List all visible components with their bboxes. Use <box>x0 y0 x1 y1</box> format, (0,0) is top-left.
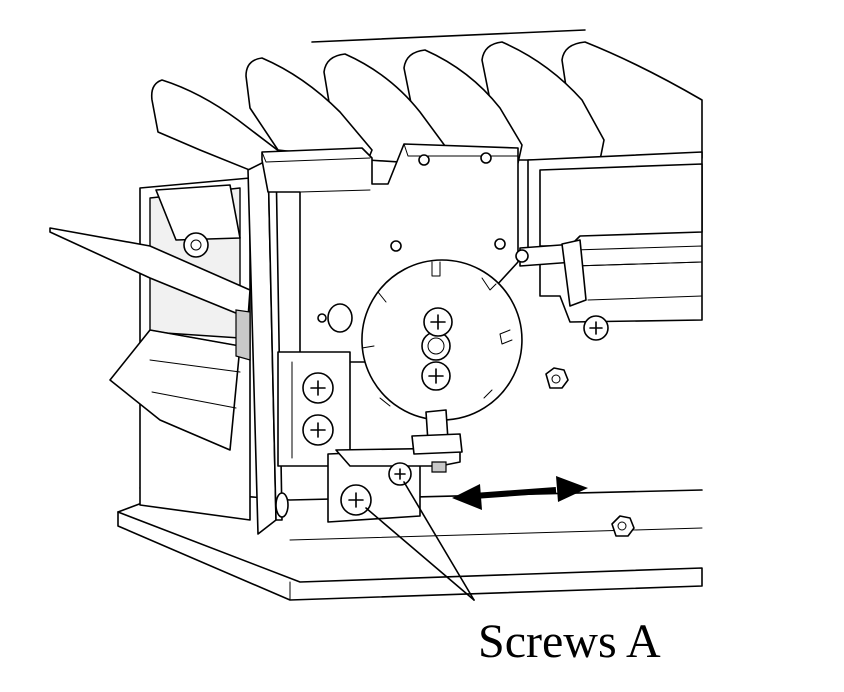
top-rail <box>311 29 586 43</box>
callout-label-screws-a: Screws A <box>478 615 661 668</box>
side-plate <box>247 159 289 535</box>
screw-a-left <box>340 484 372 516</box>
sensor-bracket <box>335 409 463 473</box>
screw-icon <box>421 361 451 391</box>
screws <box>302 307 635 537</box>
screw-a-right <box>388 462 412 486</box>
double-arrow-icon <box>452 476 588 510</box>
screw-icon <box>302 372 334 404</box>
nut-icon <box>611 515 635 537</box>
right-housing <box>527 151 703 323</box>
nut-icon <box>545 367 569 389</box>
left-frame <box>49 177 251 521</box>
callout-leaders <box>365 481 475 601</box>
screw-icon <box>583 315 609 341</box>
motor-bracket <box>261 143 519 363</box>
paper-guides <box>150 41 703 176</box>
screw-icon <box>302 414 334 446</box>
shaft <box>515 239 587 307</box>
encoder-disc <box>361 259 523 421</box>
screw-icon <box>423 307 453 337</box>
